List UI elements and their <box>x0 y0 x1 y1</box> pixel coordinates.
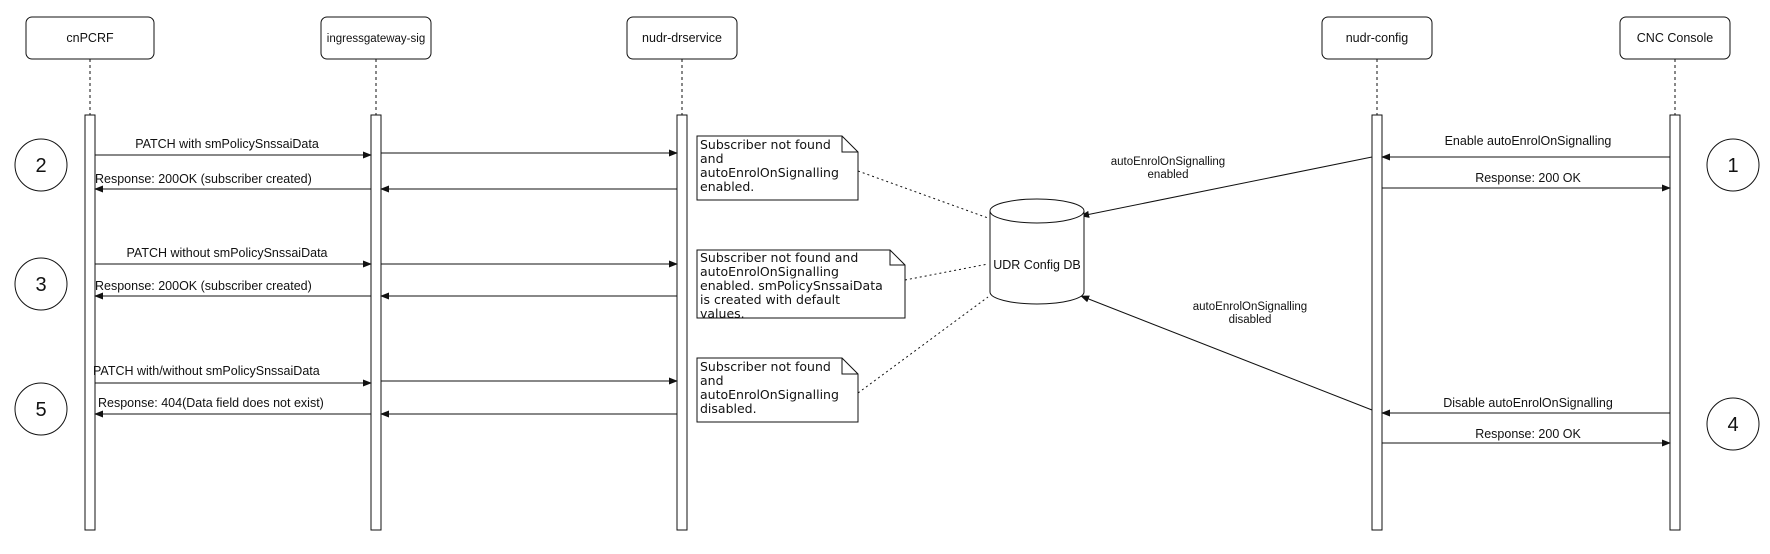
participant-ingressgateway-label: ingressgateway-sig <box>327 33 425 45</box>
participant-nudr-config-label: nudr-config <box>1346 31 1409 45</box>
db-link-enabled-line-1: autoEnrolOnSignalling <box>1111 156 1225 168</box>
db-link-disabled-line-2: disabled <box>1229 314 1272 326</box>
note-1-line-3: autoEnrolOnSignalling <box>700 165 839 180</box>
participant-cnpcrf-label: cnPCRF <box>66 31 114 45</box>
step-marker-2-label: 2 <box>35 155 46 177</box>
activation-cnc-console <box>1669 114 1681 531</box>
activation-nudr-config <box>1371 114 1383 531</box>
participant-ingressgateway: ingressgateway-sig <box>320 16 432 60</box>
participant-nudr-config: nudr-config <box>1321 16 1433 60</box>
note-2-connector <box>904 263 989 281</box>
note-3-line-2: and <box>700 373 724 388</box>
note-1-connector <box>857 170 989 219</box>
message-1-request: Enable autoEnrolOnSignalling <box>1445 134 1612 148</box>
note-2-line-4: is created with default <box>700 292 840 307</box>
message-arrows <box>94 149 1671 447</box>
message-5-response: Response: 404(Data field does not exist) <box>98 396 324 410</box>
activation-nudr-drservice <box>676 114 688 531</box>
db-link-enabled-line-2: enabled <box>1148 169 1189 181</box>
step-marker-5-label: 5 <box>35 399 46 421</box>
message-4-response: Response: 200 OK <box>1475 427 1581 441</box>
arrow-config-to-db-disabled <box>1080 295 1373 411</box>
message-3-request: PATCH without smPolicySnssaiData <box>127 246 328 260</box>
note-3-connector <box>857 296 989 394</box>
note-2-line-1: Subscriber not found and <box>700 250 858 265</box>
activation-ingressgateway <box>370 114 382 531</box>
message-2-response: Response: 200OK (subscriber created) <box>95 172 312 186</box>
note-2-line-2: autoEnrolOnSignalling <box>700 264 839 279</box>
note-connectors <box>857 170 989 394</box>
note-1-line-1: Subscriber not found <box>700 137 831 152</box>
participant-cnc-console: CNC Console <box>1619 16 1731 60</box>
step-marker-3 <box>14 257 68 311</box>
note-1: Subscriber not found and autoEnrolOnSign… <box>696 135 859 201</box>
step-markers <box>14 138 1760 451</box>
note-3-line-1: Subscriber not found <box>700 359 831 374</box>
step-marker-1 <box>1706 138 1760 192</box>
note-2-line-3: enabled. smPolicySnssaiData <box>700 278 883 293</box>
message-5-request: PATCH with/without smPolicySnssaiData <box>93 364 320 378</box>
activation-cnpcrf <box>84 114 96 531</box>
message-1-response: Response: 200 OK <box>1475 171 1581 185</box>
udr-config-db-label: UDR Config DB <box>993 258 1081 272</box>
db-link-disabled-line-1: autoEnrolOnSignalling <box>1193 301 1307 313</box>
note-1-line-2: and <box>700 151 724 166</box>
note-2-line-5: values. <box>700 306 745 321</box>
step-marker-5 <box>14 382 68 436</box>
step-marker-4 <box>1706 397 1760 451</box>
udr-config-db: UDR Config DB <box>989 198 1085 305</box>
activation-bars <box>84 114 1681 531</box>
step-marker-4-label: 4 <box>1727 414 1738 436</box>
participant-cnc-console-label: CNC Console <box>1637 31 1713 45</box>
step-marker-2 <box>14 138 68 192</box>
message-4-request: Disable autoEnrolOnSignalling <box>1443 396 1613 410</box>
note-3: Subscriber not found and autoEnrolOnSign… <box>696 357 859 423</box>
participant-cnpcrf: cnPCRF <box>25 16 155 60</box>
message-3-response: Response: 200OK (subscriber created) <box>95 279 312 293</box>
step-marker-3-label: 3 <box>35 274 46 296</box>
participant-nudr-drservice-label: nudr-drservice <box>642 31 722 45</box>
step-marker-1-label: 1 <box>1727 155 1738 177</box>
note-2: Subscriber not found and autoEnrolOnSign… <box>696 249 906 321</box>
message-2-request: PATCH with smPolicySnssaiData <box>135 137 319 151</box>
note-3-line-4: disabled. <box>700 401 757 416</box>
participant-nudr-drservice: nudr-drservice <box>626 16 738 60</box>
note-1-line-4: enabled. <box>700 179 754 194</box>
arrow-config-to-db-enabled <box>1080 156 1373 218</box>
note-3-line-3: autoEnrolOnSignalling <box>700 387 839 402</box>
